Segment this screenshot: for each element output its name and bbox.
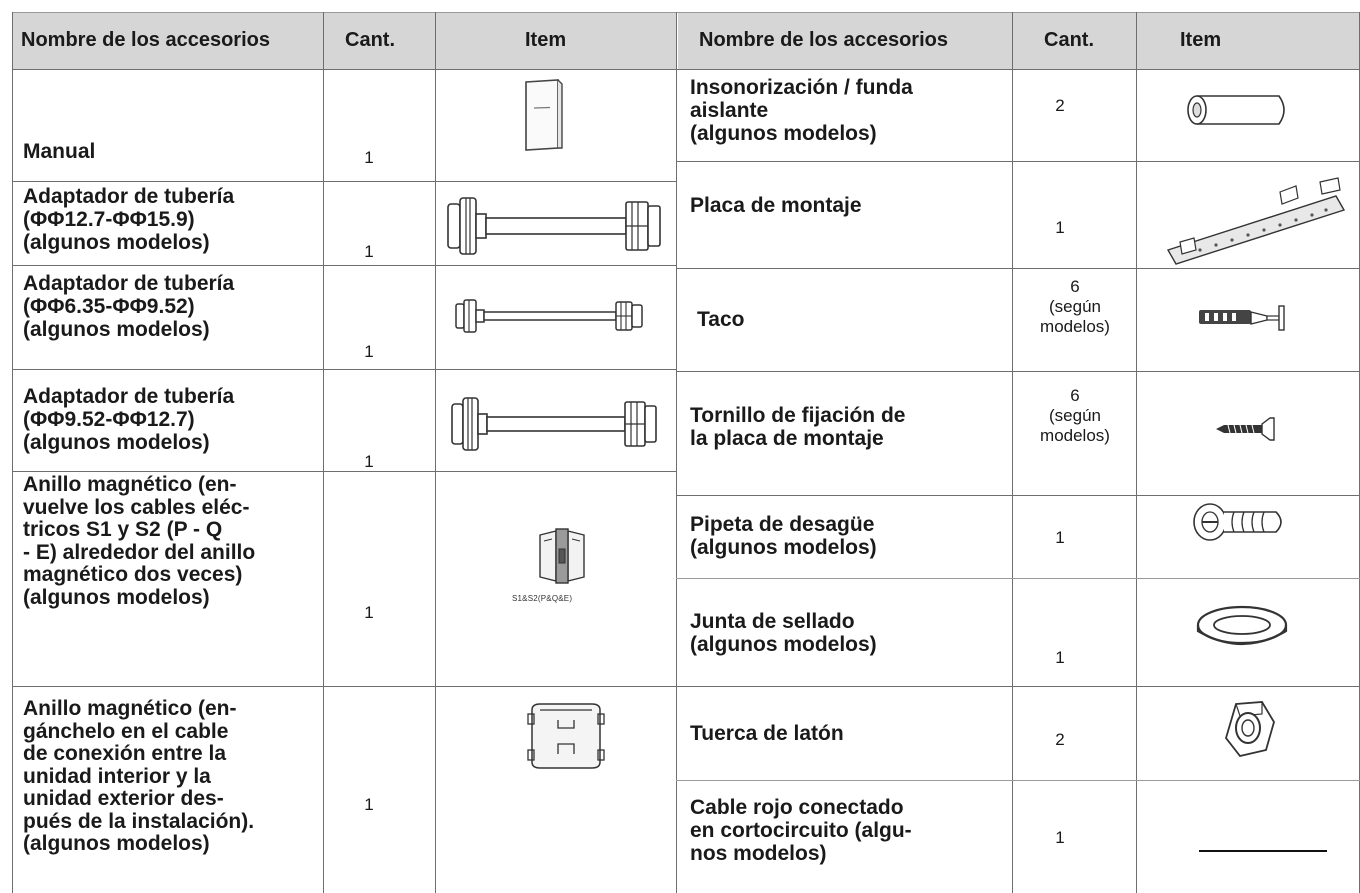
wall-anchor-icon xyxy=(1195,300,1291,336)
drain-joint-icon xyxy=(1190,500,1294,544)
grid-right-h1 xyxy=(676,161,1360,162)
header-band-right xyxy=(678,12,1360,69)
row-qty-drain-joint: 1 xyxy=(1055,528,1065,547)
row-name-mounting-plate: Placa de montaje xyxy=(690,194,862,217)
row-qty-screw: 6 (según modelos) xyxy=(1040,386,1110,445)
grid-left-h4 xyxy=(12,471,676,472)
row-name-magnetic-ring-1: Anillo magnético (en- vuelve los cables … xyxy=(23,473,256,609)
header-band-left xyxy=(12,12,676,69)
row-qty-adapter-1: 1 xyxy=(364,242,374,261)
row-name-adapter-1: Adaptador de tubería (ΦΦ12.7-ΦΦ15.9) (al… xyxy=(23,185,235,254)
row-name-magnetic-ring-2: Anillo magnético (en- gánchelo en el cab… xyxy=(23,697,255,855)
row-name-brass-nut: Tuerca de latón xyxy=(690,722,844,745)
grid-left-h3 xyxy=(12,369,676,370)
screw-icon xyxy=(1212,414,1282,444)
grid-vline-f xyxy=(1136,12,1137,893)
grid-right-h3 xyxy=(676,371,1360,372)
row-qty-wall-anchor: 6 (según modelos) xyxy=(1040,277,1110,336)
grid-right-h2 xyxy=(676,268,1360,269)
row-qty-brass-nut: 2 xyxy=(1055,730,1065,749)
header-item-right: Item xyxy=(1180,29,1222,51)
pipe-adapter-small-icon xyxy=(452,296,652,336)
row-qty-adapter-3: 1 xyxy=(364,452,374,471)
magnetic-ring-open-icon xyxy=(524,700,608,772)
insulation-sleeve-icon xyxy=(1183,90,1295,130)
row-qty-mounting-plate: 1 xyxy=(1055,218,1065,237)
grid-right-h4 xyxy=(676,495,1360,496)
grid-vline-b xyxy=(323,12,324,893)
row-qty-manual: 1 xyxy=(364,148,374,167)
row-name-wall-anchor: Taco xyxy=(697,308,745,331)
pipe-adapter-medium-icon xyxy=(446,392,664,456)
grid-vline-c xyxy=(435,12,436,893)
row-qty-magnetic-ring-1: 1 xyxy=(364,603,374,622)
row-qty-adapter-2: 1 xyxy=(364,342,374,361)
row-name-adapter-3: Adaptador de tubería (ΦΦ9.52-ΦΦ12.7) (al… xyxy=(23,385,235,454)
row-name-manual: Manual xyxy=(23,140,96,163)
grid-vline-d xyxy=(676,12,677,893)
row-qty-seal-ring: 1 xyxy=(1055,648,1065,667)
row-name-insulation: Insonorización / funda aislante (algunos… xyxy=(690,76,913,145)
brass-nut-icon xyxy=(1220,698,1278,762)
seal-ring-icon xyxy=(1192,603,1292,653)
grid-right-h5 xyxy=(676,578,1360,579)
mounting-plate-icon xyxy=(1160,176,1356,268)
row-name-screw: Tornillo de fijación de la placa de mont… xyxy=(690,404,906,450)
row-name-red-cable: Cable rojo conectado en cortocircuito (a… xyxy=(690,796,912,865)
header-name-right: Nombre de los accesorios xyxy=(699,29,948,51)
row-name-drain-joint: Pipeta de desagüe (algunos modelos) xyxy=(690,513,877,559)
grid-right-h7 xyxy=(676,780,1360,781)
pipe-adapter-large-icon xyxy=(442,190,668,262)
red-cable-icon xyxy=(1199,848,1329,854)
grid-vline-e xyxy=(1012,12,1013,893)
grid-header-bottom xyxy=(12,69,1360,70)
magnetic-ring-label: S1&S2(P&Q&E) xyxy=(512,594,573,603)
grid-left-h2 xyxy=(12,265,676,266)
row-qty-red-cable: 1 xyxy=(1055,828,1065,847)
header-name-left: Nombre de los accesorios xyxy=(21,29,270,51)
row-qty-insulation: 2 xyxy=(1055,96,1065,115)
grid-left-h1 xyxy=(12,181,676,182)
header-qty-right: Cant. xyxy=(1044,29,1094,51)
row-name-seal-ring: Junta de sellado (algunos modelos) xyxy=(690,610,877,656)
grid-right-h6 xyxy=(676,686,1360,687)
row-qty-magnetic-ring-2: 1 xyxy=(364,795,374,814)
manual-booklet-icon xyxy=(522,78,566,152)
grid-left-h5 xyxy=(12,686,676,687)
row-name-adapter-2: Adaptador de tubería (ΦΦ6.35-ΦΦ9.52) (al… xyxy=(23,272,235,341)
header-qty-left: Cant. xyxy=(345,29,395,51)
grid-top xyxy=(12,12,1360,13)
grid-vline-a xyxy=(12,12,13,893)
magnetic-ring-clip-icon xyxy=(534,527,590,585)
header-item-left: Item xyxy=(525,29,567,51)
